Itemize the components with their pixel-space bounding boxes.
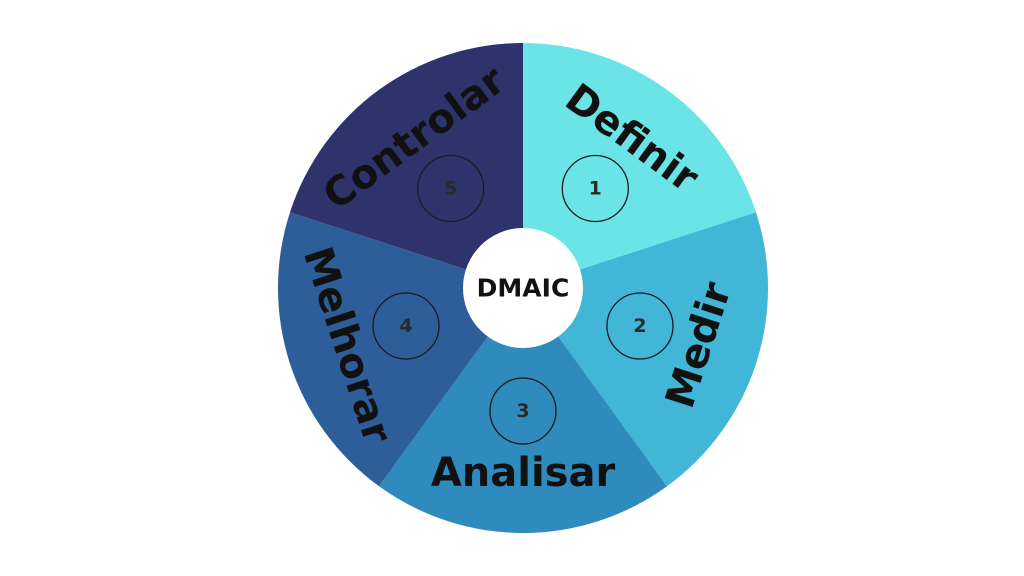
segment-label-analisar: Analisar <box>431 450 616 496</box>
segment-definir <box>523 42 757 288</box>
number-badge-1 <box>561 154 629 223</box>
center-hub <box>463 228 583 348</box>
segment-analisar <box>378 288 668 534</box>
wheel-segments <box>277 42 769 534</box>
number-badge-2 <box>606 292 674 360</box>
number-label-2: 2 <box>633 315 646 337</box>
segment-melhorar <box>277 212 523 487</box>
number-badges: 1 2 3 4 5 <box>372 154 674 445</box>
number-label-4: 4 <box>399 315 412 337</box>
number-badge-5 <box>417 154 485 223</box>
number-label-1: 1 <box>589 177 602 199</box>
segment-controlar <box>289 42 523 289</box>
number-label-3: 3 <box>516 400 529 422</box>
number-badge-4 <box>372 292 440 360</box>
number-badge-3 <box>489 377 557 445</box>
center-label: DMAIC <box>477 274 570 303</box>
number-label-5: 5 <box>444 177 457 199</box>
segment-medir <box>523 212 769 487</box>
